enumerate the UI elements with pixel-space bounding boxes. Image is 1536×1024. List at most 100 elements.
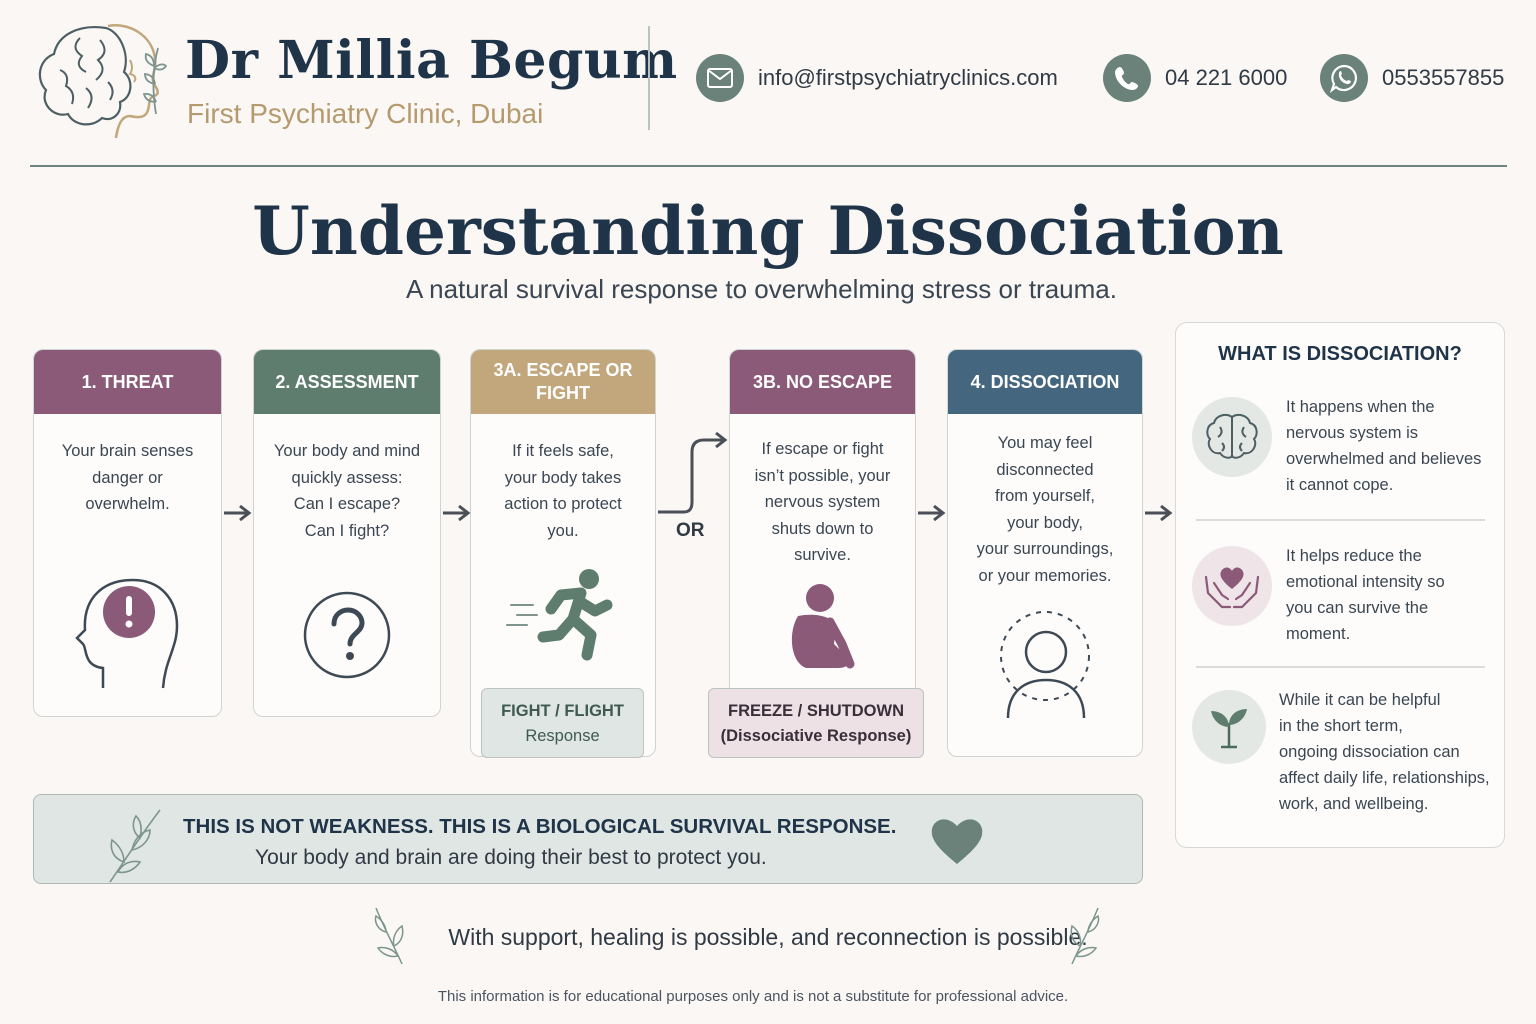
footer-message: With support, healing is possible, and r… (448, 924, 1088, 950)
doctor-name: Dr Millia Begum (185, 30, 678, 91)
step-line: You may feel (997, 434, 1093, 452)
panel-line: It helps reduce the (1286, 547, 1422, 565)
panel-line: emotional intensity so (1286, 573, 1445, 591)
step-line: Can I fight? (304, 521, 390, 540)
panel-line: affect daily life, relationships, (1279, 769, 1490, 787)
step-description: Your body and mind quickly assess: Can I… (254, 414, 440, 544)
arrow-right-icon (443, 504, 471, 522)
panel-title: WHAT IS DISSOCIATION? (1218, 343, 1462, 365)
step-line: Can I escape? (293, 495, 401, 513)
step-line: action to protect (504, 495, 622, 513)
step-heading-line: 3A. ESCAPE OR (493, 360, 633, 380)
step-line: danger or (92, 468, 163, 487)
step-line: disconnected (996, 460, 1094, 479)
step-line: isn’t possible, your (754, 466, 891, 485)
step-card-escape-fight: 3A. ESCAPE OR FIGHT If it feels safe, you… (470, 349, 656, 757)
step-heading: 4. DISSOCIATION (948, 350, 1142, 414)
phone-icon (1103, 54, 1151, 102)
step-card-threat: 1. THREAT Your brain senses danger or ov… (33, 349, 222, 717)
phone-text[interactable]: 04 221 6000 (1165, 65, 1288, 90)
dashed-person-icon (948, 606, 1142, 722)
panel-line: you can survive the (1286, 599, 1429, 617)
panel-line: ongoing dissociation can (1279, 743, 1460, 761)
step-heading: 1. THREAT (34, 350, 221, 414)
step-line: quickly assess: (291, 468, 403, 487)
step-line: shuts down to (771, 519, 874, 538)
header-rule (30, 165, 1507, 167)
step-line: If it feels safe, (512, 442, 614, 460)
question-icon (254, 590, 440, 680)
step-line: or your memories. (978, 566, 1112, 585)
curled-person-icon (730, 582, 915, 674)
whatsapp-text[interactable]: 0553557855 (1382, 65, 1505, 90)
panel-line: overwhelmed and believes (1286, 450, 1482, 468)
envelope-icon (696, 54, 744, 102)
panel-line: moment. (1286, 625, 1351, 643)
page-title: Understanding Dissociation (252, 192, 1284, 270)
step-line: survive. (794, 546, 851, 564)
leaf-sprig-icon (109, 809, 161, 883)
brain-icon (1192, 397, 1272, 477)
head-alert-icon (34, 568, 221, 693)
page-subtitle: A natural survival response to overwhelm… (406, 274, 1117, 304)
step-heading: 2. ASSESSMENT (254, 350, 440, 414)
step-heading: 3B. NO ESCAPE (730, 350, 915, 414)
brain-profile-logo (30, 18, 170, 146)
step-line: your body takes (504, 468, 622, 487)
arrow-right-icon (1145, 504, 1173, 522)
arrow-right-icon (918, 504, 946, 522)
step-line: your surroundings, (976, 540, 1114, 558)
panel-line: it cannot cope. (1286, 476, 1394, 494)
heart-icon (931, 819, 983, 864)
banner-heading: THIS IS NOT WEAKNESS. THIS IS A BIOLOGIC… (183, 815, 897, 838)
panel-line: in the short term, (1279, 717, 1403, 735)
panel-line: work, and wellbeing. (1279, 795, 1429, 813)
panel-divider (1196, 666, 1485, 668)
step-card-no-escape: 3B. NO ESCAPE If escape or fight isn’t p… (729, 349, 916, 717)
email-text[interactable]: info@firstpsychiatryclinics.com (758, 65, 1058, 90)
step-line: from yourself, (995, 487, 1095, 505)
badge-line: FIGHT / FLIGHT (501, 702, 624, 720)
panel-item: While it can be helpful in the short ter… (1190, 690, 1500, 830)
step-line: Your brain senses (61, 442, 194, 460)
step-line: If escape or fight (761, 440, 884, 458)
arrow-right-icon (224, 504, 252, 522)
leaf-sprig-icon (374, 907, 404, 965)
email-contact[interactable]: info@firstpsychiatryclinics.com (696, 52, 1058, 104)
step-description: Your brain senses danger or overwhelm. (34, 414, 221, 518)
step-line: Your body and mind (273, 442, 421, 460)
branch-arrow-icon (658, 431, 728, 514)
whatsapp-contact[interactable]: 0553557855 (1320, 52, 1504, 104)
step-card-dissociation: 4. DISSOCIATION You may feel disconnecte… (947, 349, 1143, 757)
panel-line: It happens when the (1286, 398, 1435, 416)
disclaimer: This information is for educational purp… (437, 988, 1069, 1005)
badge-line: Response (525, 727, 600, 745)
panel-divider (1196, 519, 1485, 521)
badge-line: (Dissociative Response) (720, 727, 912, 745)
running-person-icon (471, 565, 655, 665)
step-line: overwhelm. (85, 495, 170, 513)
header-divider (648, 26, 650, 130)
step-heading: 3A. ESCAPE OR FIGHT (471, 350, 655, 414)
panel-item: It helps reduce the emotional intensity … (1190, 546, 1500, 656)
panel-item-text: While it can be helpful in the short ter… (1279, 687, 1490, 817)
panel-item-text: It happens when the nervous system is ov… (1286, 394, 1481, 498)
fight-flight-badge: FIGHT / FLIGHT Response (481, 688, 644, 758)
hands-heart-icon (1192, 546, 1272, 626)
panel-line: nervous system is (1286, 424, 1419, 442)
step-line: nervous system (764, 493, 881, 511)
clinic-name: First Psychiatry Clinic, Dubai (187, 98, 544, 129)
phone-contact[interactable]: 04 221 6000 (1103, 52, 1287, 104)
panel-line: While it can be helpful (1279, 691, 1441, 709)
freeze-shutdown-badge: FREEZE / SHUTDOWN (Dissociative Response… (708, 688, 924, 758)
leaf-sprig-icon (1070, 907, 1100, 965)
panel-item: It happens when the nervous system is ov… (1190, 397, 1500, 507)
or-label: OR (676, 520, 705, 541)
badge-line: FREEZE / SHUTDOWN (728, 702, 904, 720)
step-description: If escape or fight isn’t possible, your … (730, 414, 915, 569)
step-description: If it feels safe, your body takes action… (471, 414, 655, 544)
banner-subtext: Your body and brain are doing their best… (255, 846, 767, 869)
step-heading-line: FIGHT (535, 383, 590, 403)
sprout-icon (1192, 690, 1266, 764)
step-line: you. (547, 521, 579, 540)
